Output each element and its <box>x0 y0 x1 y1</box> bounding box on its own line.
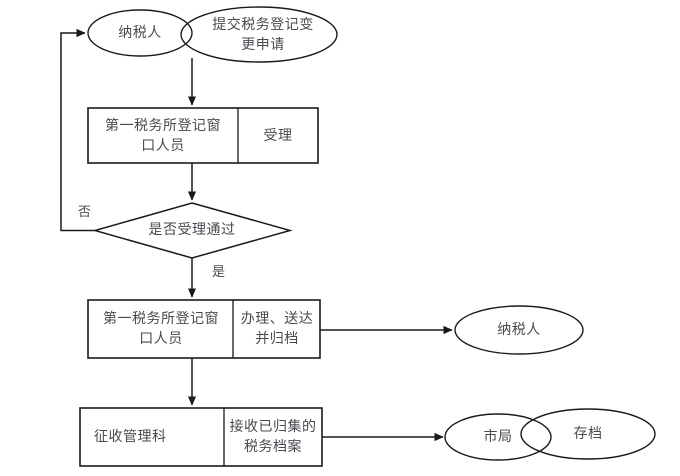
node-taxpayer-end-shape <box>454 305 584 355</box>
node-first-office-accept-shape <box>87 107 319 164</box>
node-submit-application[interactable] <box>192 7 337 62</box>
node-decision-accept[interactable] <box>95 203 290 258</box>
node-first-office-handle-shape <box>87 299 321 359</box>
node-taxpayer-start[interactable] <box>88 10 192 56</box>
node-taxpayer-end[interactable] <box>455 306 583 354</box>
node-city-bureau[interactable] <box>445 414 541 460</box>
node-archive[interactable] <box>541 409 655 459</box>
node-first-office-handle[interactable] <box>88 300 320 358</box>
node-first-office-accept[interactable] <box>88 108 318 163</box>
node-taxpayer-start-shape <box>87 9 193 57</box>
edge-decision-no-loopback <box>60 28 95 232</box>
node-collection-dept[interactable] <box>80 408 322 466</box>
node-city-bureau-shape <box>444 413 552 461</box>
node-submit-application-shape <box>180 6 338 63</box>
node-archive-shape <box>520 408 656 460</box>
